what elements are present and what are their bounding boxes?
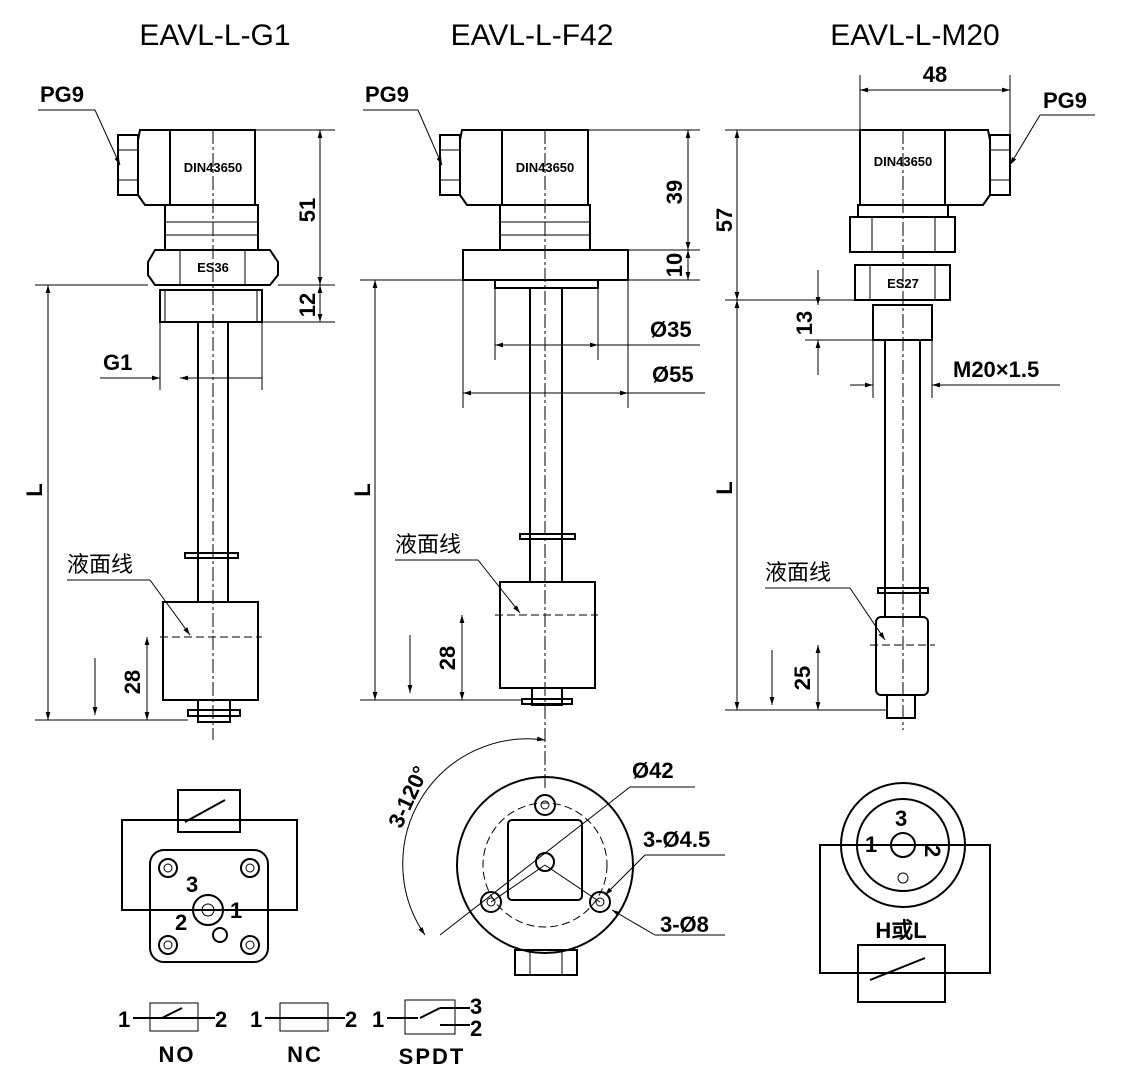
drawing-g1: PG9 DIN43650 ES36 51 12 G1 [22, 82, 335, 740]
dim-25: 25 [790, 666, 815, 690]
dim-48: 48 [923, 62, 947, 87]
pin-3: 3 [895, 806, 907, 831]
gland-label: PG9 [1043, 88, 1087, 113]
gland-label: PG9 [365, 82, 409, 107]
pin-1: 1 [230, 898, 242, 923]
contact-spdt: 1 3 2 SPDT [372, 994, 482, 1069]
terminal-1: 1 [372, 1007, 384, 1032]
pcd-label: Ø42 [632, 758, 674, 783]
dim-57: 57 [712, 208, 737, 232]
pin-2: 2 [175, 910, 187, 935]
drawing-f42: PG9 DIN43650 39 10 Ø35 Ø55 [350, 82, 705, 790]
drawing-m20: PG9 DIN43650 ES27 48 57 13 M20× [712, 62, 1095, 730]
no-label: NO [159, 1042, 196, 1067]
gland-label: PG9 [40, 82, 84, 107]
pin-1: 1 [865, 832, 877, 857]
terminal-2: 2 [345, 1007, 357, 1032]
terminal-2: 2 [215, 1007, 227, 1032]
hex-label: ES36 [197, 260, 229, 275]
nc-label: NC [287, 1042, 323, 1067]
flange-view-f42: 3-120° Ø42 3-Ø4.5 3-Ø8 [383, 736, 725, 976]
connector-label: DIN43650 [516, 160, 575, 175]
switch-type-label: H或L [875, 918, 926, 943]
dim-39: 39 [662, 180, 687, 204]
dim-10: 10 [662, 253, 687, 277]
dim-12: 12 [295, 293, 320, 317]
connector-wiring-g1: 3 1 2 [121, 789, 298, 963]
dim-m20: M20×1.5 [953, 357, 1039, 382]
contact-nc: 1 2 NC [250, 1002, 357, 1067]
pin-2: 2 [920, 845, 945, 857]
spdt-label: SPDT [399, 1044, 466, 1069]
terminal-1: 1 [118, 1007, 130, 1032]
terminal-2: 2 [470, 1016, 482, 1041]
dim-28: 28 [435, 646, 460, 670]
connector-label: DIN43650 [184, 160, 243, 175]
counterbore-label: 3-Ø8 [660, 912, 709, 937]
title-g1: EAVL-L-G1 [139, 19, 290, 52]
angle-label: 3-120° [383, 762, 433, 832]
level-label: 液面线 [765, 561, 831, 586]
dim-length: L [350, 483, 375, 496]
level-label: 液面线 [67, 553, 133, 578]
hex-label: ES27 [887, 276, 919, 291]
dim-g1: G1 [103, 350, 132, 375]
holes-label: 3-Ø4.5 [643, 827, 710, 852]
contact-no: 1 2 NO [118, 1002, 227, 1067]
dim-d55: Ø55 [652, 362, 694, 387]
dim-length: L [22, 483, 47, 496]
title-f42: EAVL-L-F42 [451, 19, 614, 52]
dim-13: 13 [792, 311, 817, 335]
dim-d35: Ø35 [650, 317, 692, 342]
terminal-1: 1 [250, 1007, 262, 1032]
connector-wiring-m20: 3 1 2 H或L [819, 782, 991, 1003]
dim-51: 51 [295, 198, 320, 222]
terminal-3: 3 [470, 994, 482, 1019]
dim-28: 28 [120, 670, 145, 694]
dim-length: L [712, 481, 737, 494]
pin-3: 3 [186, 872, 198, 897]
title-m20: EAVL-L-M20 [830, 19, 1000, 52]
level-label: 液面线 [395, 533, 461, 558]
